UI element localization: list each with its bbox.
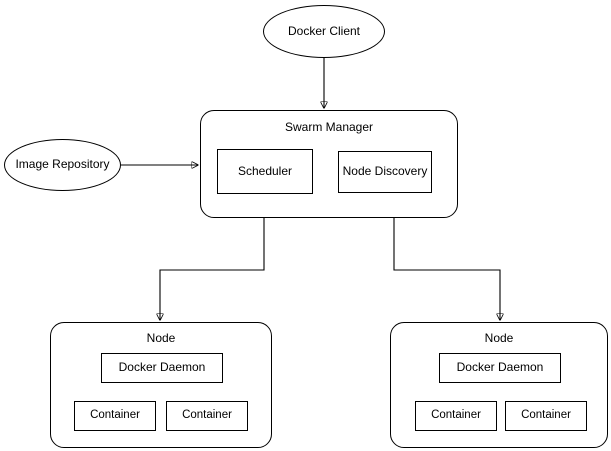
docker-daemon-left-label: Docker Daemon: [118, 360, 206, 375]
node-right-label: Node: [484, 331, 514, 345]
scheduler-label: Scheduler: [237, 163, 293, 178]
container-left-1-label: Container: [90, 409, 140, 422]
container-left-2-label: Container: [182, 409, 232, 422]
docker-daemon-left[interactable]: Docker Daemon: [101, 353, 223, 383]
docker-daemon-right[interactable]: Docker Daemon: [439, 353, 561, 383]
node-left[interactable]: Node Docker Daemon Container Container: [50, 322, 272, 448]
node-left-label: Node: [146, 331, 176, 345]
docker-daemon-right-label: Docker Daemon: [456, 360, 544, 375]
container-right-2-label: Container: [521, 409, 571, 422]
image-repository-node[interactable]: Image Repository: [4, 139, 121, 191]
node-discovery-label: Node Discovery: [342, 164, 428, 179]
swarm-manager-label: Swarm Manager: [284, 120, 374, 134]
container-left-2[interactable]: Container: [166, 401, 248, 431]
docker-client-label: Docker Client: [287, 23, 361, 38]
container-right-2[interactable]: Container: [505, 401, 587, 431]
container-right-1[interactable]: Container: [415, 401, 497, 431]
node-right[interactable]: Node Docker Daemon Container Container: [390, 322, 608, 448]
node-discovery-node[interactable]: Node Discovery: [338, 151, 432, 193]
swarm-manager-node[interactable]: Swarm Manager Scheduler Node Discovery: [200, 110, 458, 218]
image-repository-label: Image Repository: [15, 157, 110, 172]
edge-manager-to-node-left: [160, 218, 265, 320]
docker-client-node[interactable]: Docker Client: [263, 5, 385, 58]
container-right-1-label: Container: [431, 409, 481, 422]
edge-manager-to-node-right: [393, 218, 500, 320]
scheduler-node[interactable]: Scheduler: [217, 149, 313, 194]
container-left-1[interactable]: Container: [74, 401, 156, 431]
